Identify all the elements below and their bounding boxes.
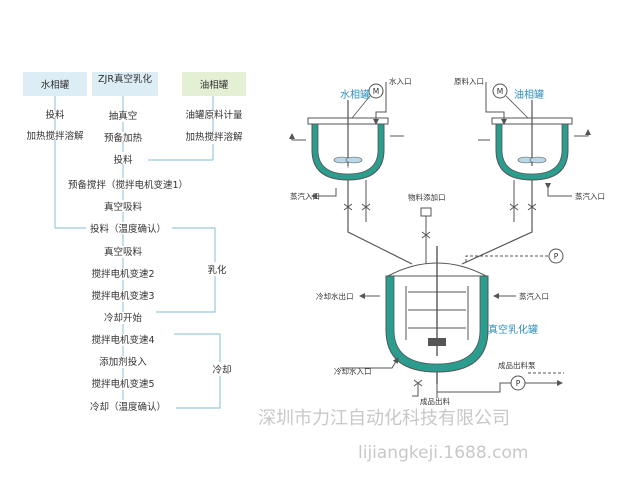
vacuum-pump-symbol: P (554, 252, 559, 261)
flowchart: 水相罐 ZJR真空乳化 油相罐 投料 加热搅拌溶解 抽真空 预备加热 油罐原料计… (23, 72, 246, 413)
oil-tank-motor-icon (492, 83, 508, 99)
product-pump-icon (510, 375, 526, 391)
vacuum-emulsifying-tank (385, 246, 489, 384)
steam-inlet-right-label: 蒸汽入口 (575, 191, 605, 201)
flow-lines (54, 96, 221, 409)
step-cool-start: 冷却开始 (104, 312, 143, 324)
step-vac-suck-2: 真空吸料 (104, 246, 143, 258)
oil-tank-label: 油相罐 (514, 88, 544, 101)
step-vacuum: 抽真空 (109, 110, 138, 122)
product-pump-symbol: P (516, 379, 521, 388)
step-left-feed: 投料 (45, 109, 65, 121)
step-cool-confirm: 冷却（温度确认） (90, 401, 166, 413)
oil-tank-box (182, 72, 246, 96)
water-motor-symbol: M (373, 87, 379, 96)
step-speed-4: 搅拌电机变速4 (91, 334, 154, 346)
additive-inlet-label: 物料添加口 (408, 192, 446, 202)
step-prestir: 预备搅拌（搅拌电机变速1） (68, 179, 188, 191)
cooling-water-inlet-label: 冷却水入口 (334, 366, 372, 376)
additive-hopper-icon (420, 207, 432, 217)
steam-inlet-main-label: 蒸汽入口 (519, 291, 549, 301)
step-additive: 添加剂投入 (99, 356, 147, 368)
step-preheat: 预备加热 (104, 132, 143, 144)
raw-inlet-label: 原料入口 (454, 76, 484, 86)
steam-inlet-left-label: 蒸汽入口 (290, 191, 320, 201)
water-phase-tank (307, 100, 389, 222)
step-emulsify: 乳化 (207, 264, 227, 276)
oil-phase-tank (491, 100, 573, 222)
step-feed-temp: 投料（温度确认） (90, 223, 166, 235)
step-left-heat: 加热搅拌溶解 (26, 130, 84, 142)
main-tank-box (92, 72, 158, 96)
water-tank-label: 水相罐 (340, 88, 370, 101)
step-speed-3: 搅拌电机变速3 (91, 290, 154, 302)
step-cooling: 冷却 (212, 364, 231, 376)
main-tank-label: 真空乳化罐 (488, 323, 538, 336)
main-tank-box-label: ZJR真空乳化 (98, 73, 152, 85)
water-tank-motor-icon (368, 83, 384, 99)
product-pump-label: 成品出料泵 (498, 360, 536, 370)
oil-motor-symbol: M (497, 87, 503, 96)
step-speed-2: 搅拌电机变速2 (91, 268, 154, 280)
step-speed-5: 搅拌电机变速5 (91, 378, 154, 390)
vacuum-pump-icon (548, 248, 564, 264)
step-oil-meter: 油罐原料计量 (185, 109, 243, 121)
step-right-heat: 加热搅拌溶解 (185, 131, 243, 143)
water-tank-box-label: 水相罐 (41, 79, 70, 91)
water-inlet-label: 水入口 (389, 76, 412, 86)
company-watermark: 深圳市力江自动化科技有限公司 (258, 408, 510, 429)
step-feed: 投料 (113, 154, 133, 166)
water-tank-box (23, 72, 87, 96)
oil-tank-box-label: 油相罐 (200, 79, 229, 91)
step-vac-suck-1: 真空吸料 (104, 201, 143, 213)
site-watermark: lijiangkeji.1688.com (358, 443, 528, 463)
equipment-diagram: M 水相罐 水入口 蒸汽入口 M 油相罐 原料入口 蒸汽入口 (289, 76, 605, 406)
cooling-water-outlet-label: 冷却水出口 (316, 291, 354, 301)
product-outlet-label: 成品出料 (420, 396, 450, 406)
